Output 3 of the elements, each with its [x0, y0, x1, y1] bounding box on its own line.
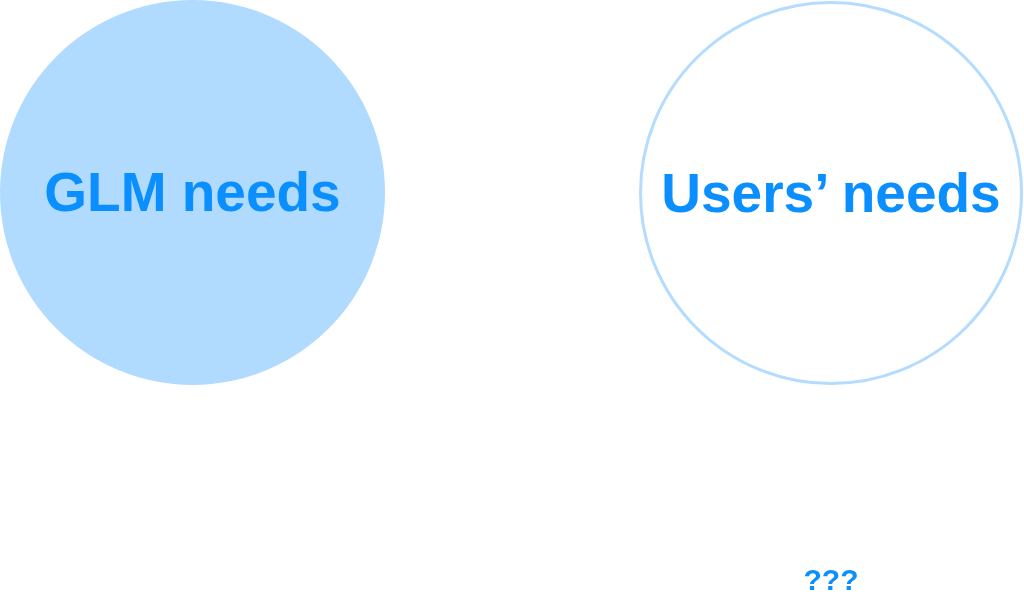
node-label: Users’ needs	[661, 165, 1001, 221]
question-marks: ???	[803, 565, 859, 595]
node-label: GLM needs	[44, 165, 341, 220]
